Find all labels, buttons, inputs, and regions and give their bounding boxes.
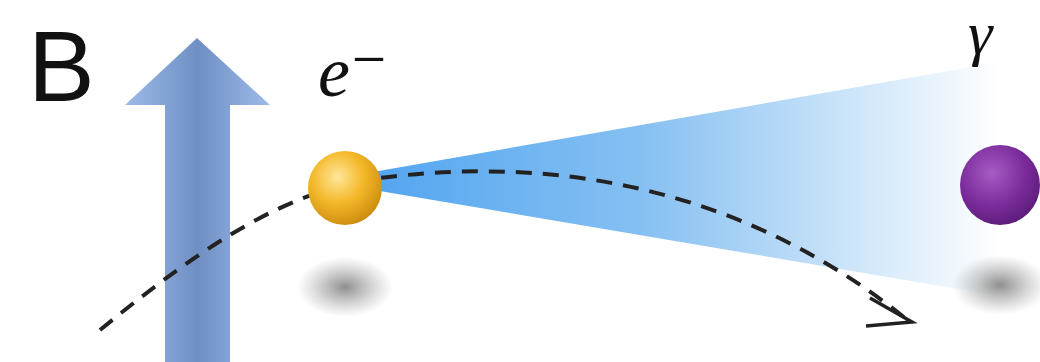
trajectory bbox=[100, 171, 905, 330]
electron-ball bbox=[308, 151, 382, 225]
photon-label: γ bbox=[968, 2, 992, 64]
electron-shadow bbox=[297, 257, 393, 317]
electron-label: e⁻ bbox=[318, 36, 388, 108]
emission-cone bbox=[350, 62, 1000, 296]
field-arrow bbox=[125, 38, 270, 362]
photon-ball bbox=[960, 145, 1040, 225]
photon-shadow bbox=[952, 255, 1040, 315]
field-label: B bbox=[28, 16, 95, 116]
trajectory-arrowhead bbox=[866, 298, 912, 326]
